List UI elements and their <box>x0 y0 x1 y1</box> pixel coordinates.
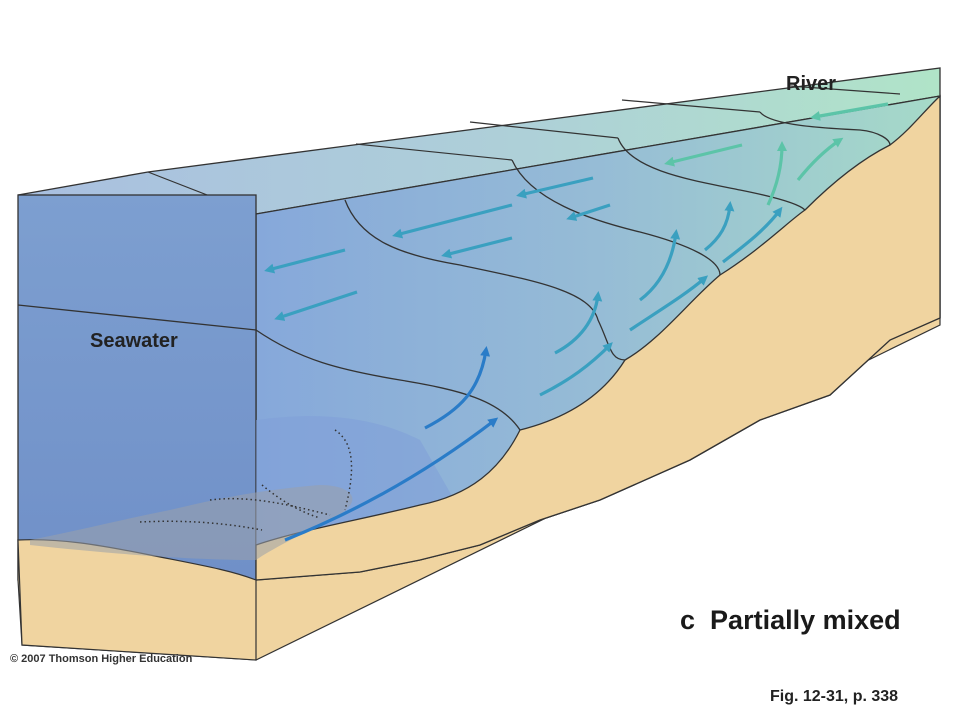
sloped-floor <box>255 94 941 581</box>
floor-dotted-lines <box>139 429 353 531</box>
isohaline-curves <box>255 111 891 431</box>
upper-mixing-arrows <box>766 137 844 206</box>
seawater-label: Seawater <box>90 330 178 352</box>
surface-outflow-arrows <box>264 176 611 321</box>
caption-letter: c <box>680 605 696 635</box>
silt-layer <box>30 485 353 560</box>
surface-segment-lines <box>147 85 901 215</box>
caption-text: Partially mixed <box>710 605 901 635</box>
diagram-caption: c Partially mixed <box>680 605 901 636</box>
mixing-arrows <box>539 201 783 397</box>
copyright-notice: © 2007 Thomson Higher Education <box>10 653 193 665</box>
river-outflow-arrows <box>664 102 889 167</box>
river-label: River <box>786 73 837 95</box>
figure-reference: Fig. 12-31, p. 338 <box>770 688 899 705</box>
halocline-front <box>17 304 257 331</box>
deep-inflow-arrows <box>284 346 499 542</box>
